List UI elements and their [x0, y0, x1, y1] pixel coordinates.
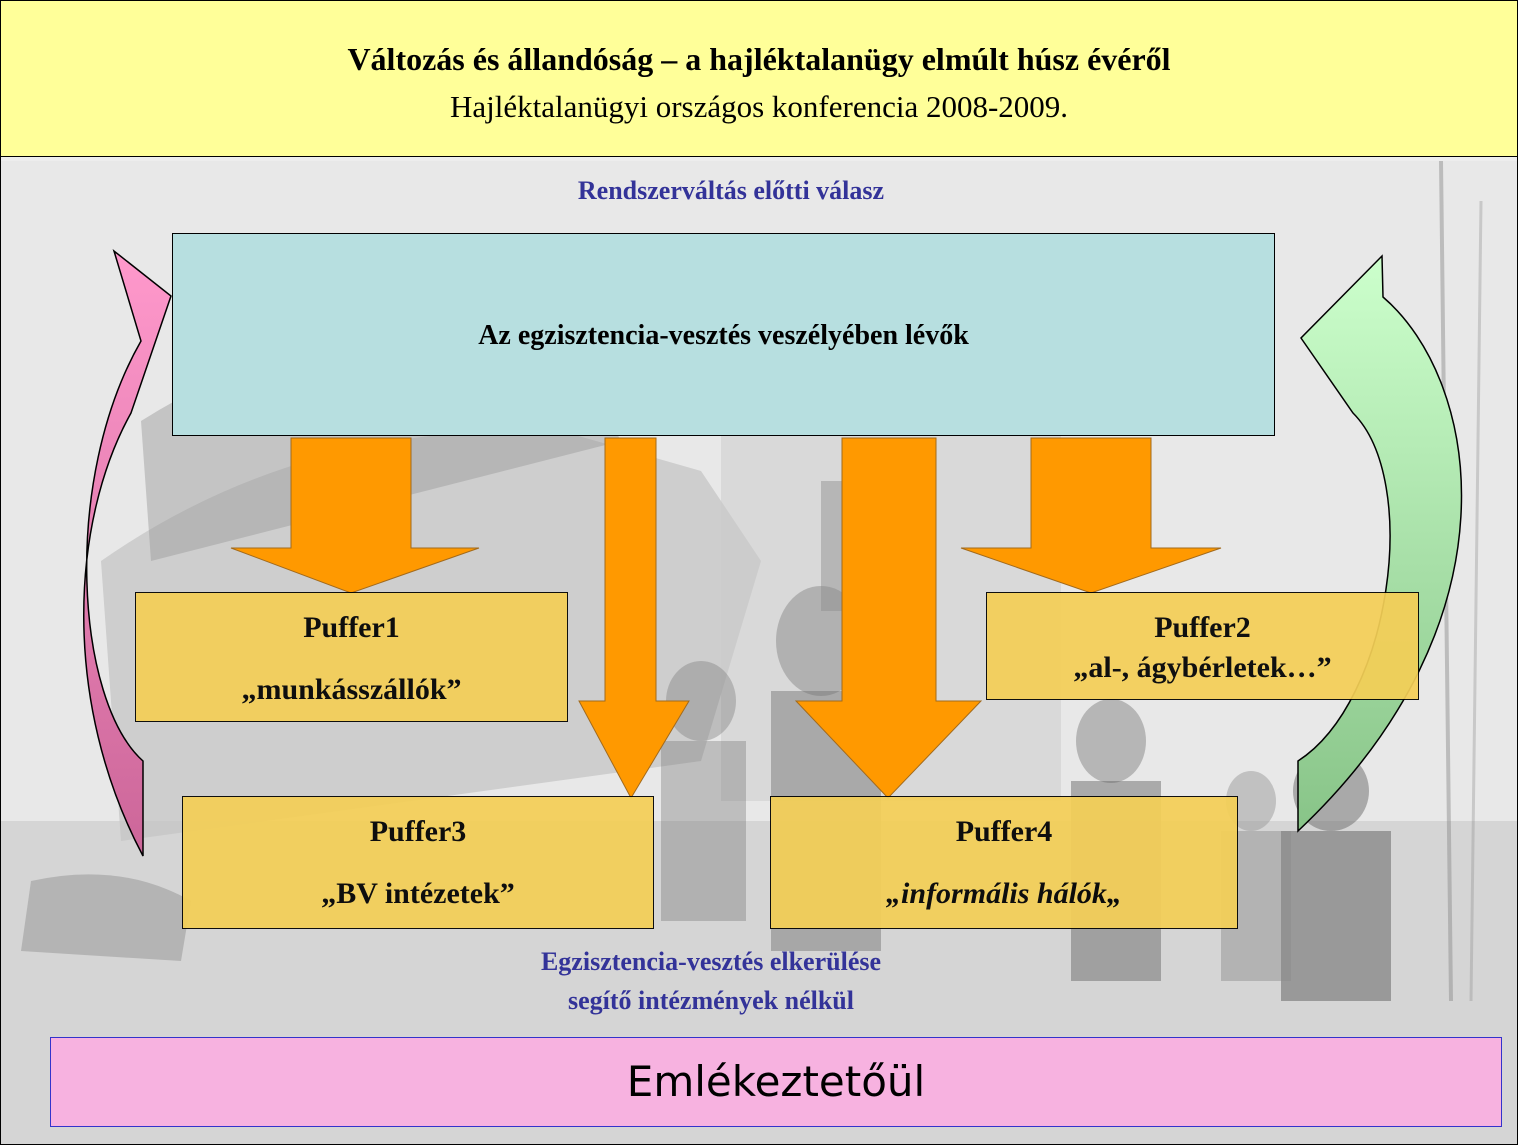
- puffer1-subtitle: „munkásszállók”: [241, 673, 462, 706]
- puffer1-title: Puffer1: [303, 611, 400, 644]
- puffer4-box: Puffer4 „informális hálók„: [770, 796, 1238, 929]
- reminder-banner: Emlékeztetőül: [50, 1037, 1502, 1127]
- down-arrow-puffer4: [794, 437, 983, 799]
- down-arrow-puffer3: [578, 437, 690, 800]
- slide-title: Változás és állandóság – a hajléktalanüg…: [347, 41, 1171, 77]
- puffer3-subtitle: „BV intézetek”: [321, 877, 515, 910]
- bottom-label-line2: segítő intézmények nélkül: [568, 986, 854, 1015]
- puffer2-box: Puffer2 „al-, ágybérletek…”: [986, 592, 1419, 700]
- main-box-label: Az egzisztencia-vesztés veszélyében lévő…: [478, 320, 969, 351]
- bottom-label-line1: Egzisztencia-vesztés elkerülése: [540, 947, 882, 976]
- top-label: Rendszerváltás előtti válasz: [577, 176, 885, 205]
- header-banner: Változás és állandóság – a hajléktalanüg…: [1, 1, 1517, 157]
- puffer3-box: Puffer3 „BV intézetek”: [182, 796, 654, 929]
- puffer1-box: Puffer1 „munkásszállók”: [135, 592, 568, 722]
- right-cycle-arrow: [1297, 254, 1463, 833]
- slide-subtitle: Hajléktalanügyi országos konferencia 200…: [449, 89, 1069, 124]
- puffer4-title: Puffer4: [955, 815, 1053, 848]
- puffer3-title: Puffer3: [369, 815, 467, 848]
- main-box: Az egzisztencia-vesztés veszélyében lévő…: [172, 233, 1275, 436]
- puffer2-subtitle: „al-, ágybérletek…”: [1073, 651, 1332, 684]
- down-arrow-puffer2: [960, 437, 1222, 594]
- left-cycle-arrow: [83, 248, 172, 857]
- puffer2-title: Puffer2: [1154, 611, 1251, 644]
- puffer4-subtitle: „informális hálók„: [886, 877, 1122, 910]
- down-arrow-puffer1: [230, 437, 480, 594]
